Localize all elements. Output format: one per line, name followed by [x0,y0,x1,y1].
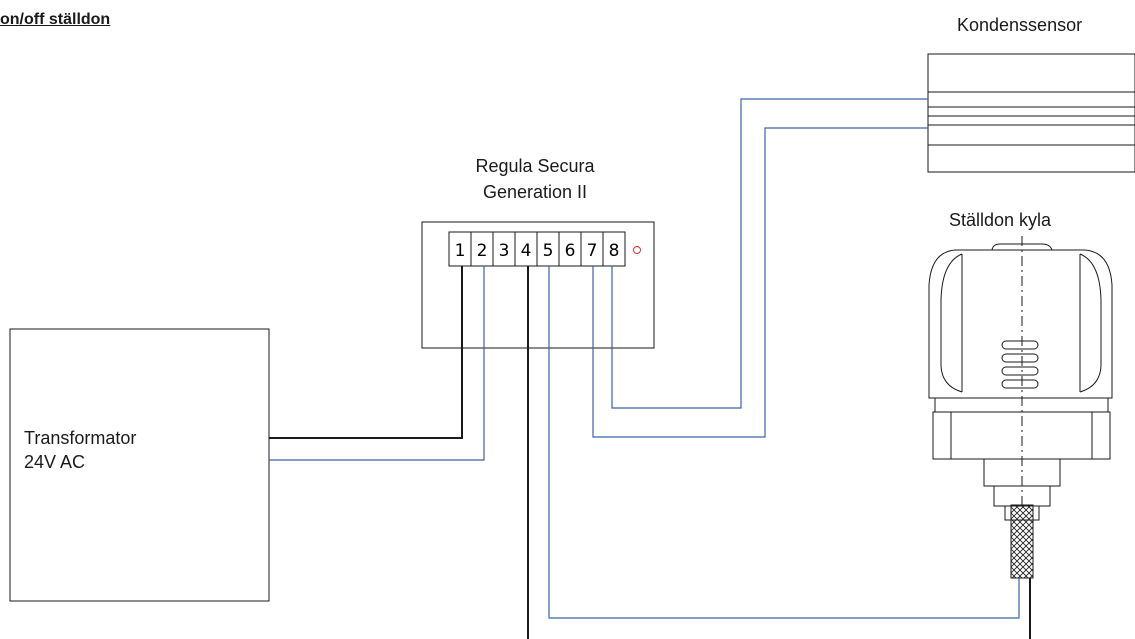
transformer-label: Transformator 24V AC [24,427,136,473]
actuator-drawing [928,236,1113,579]
terminal-4: 4 [521,241,532,261]
controller-box [421,221,655,349]
controller-label: Regula Secura Generation II [415,155,655,203]
controller-label-line2: Generation II [482,182,588,202]
condensation-sensor [927,53,1135,173]
sensor-label: Kondenssensor [957,15,1083,35]
controller-label-line1: Regula Secura [475,156,595,176]
terminal-6: 6 [565,241,576,261]
transformer-box [9,328,270,602]
terminal-5: 5 [543,241,554,261]
black-wires [269,266,1031,639]
terminal-7: 7 [587,241,598,261]
terminal-1: 1 [455,241,466,261]
actuator-label: Ställdon kyla [949,210,1052,230]
transformer-label-line2: 24V AC [24,452,86,472]
transformer-label-line1: Transformator [24,428,137,448]
terminal-8: 8 [609,241,620,261]
terminal-block [448,231,626,267]
led-indicator [633,246,641,254]
terminal-3: 3 [499,241,510,261]
diagram-title: on/off ställdon [0,11,111,28]
terminal-2: 2 [477,241,488,261]
blue-wires [269,98,1020,619]
